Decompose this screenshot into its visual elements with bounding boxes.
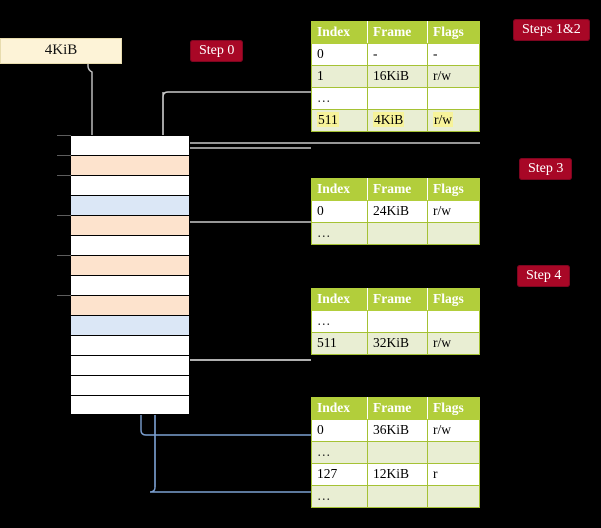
column-header-flags: Flags bbox=[427, 21, 480, 44]
memory-frame-row bbox=[70, 315, 190, 335]
cell-index: 1 bbox=[311, 65, 368, 88]
table-row: … bbox=[311, 485, 480, 508]
cell-frame bbox=[367, 87, 428, 110]
memory-boundary-tick bbox=[57, 215, 71, 216]
memory-frame-row bbox=[70, 335, 190, 355]
cell-flags bbox=[427, 222, 480, 245]
memory-frame-row bbox=[70, 295, 190, 315]
memory-frame-row bbox=[70, 195, 190, 215]
memory-boundary-tick bbox=[57, 295, 71, 296]
cell-index: 127 bbox=[311, 463, 368, 486]
memory-boundary-tick bbox=[57, 155, 71, 156]
table-row: … bbox=[311, 310, 480, 333]
badge-steps12: Steps 1&2 bbox=[513, 19, 590, 41]
cell-frame bbox=[367, 485, 428, 508]
column-header-flags: Flags bbox=[427, 288, 480, 311]
cell-frame: 24KiB bbox=[367, 200, 428, 223]
column-header-frame: Frame bbox=[367, 397, 428, 420]
table-row: 0-- bbox=[311, 43, 480, 66]
cell-flags: r/w bbox=[427, 332, 480, 355]
cell-index: 0 bbox=[311, 43, 368, 66]
table-row: … bbox=[311, 87, 480, 110]
column-header-flags: Flags bbox=[427, 397, 480, 420]
cell-index: … bbox=[311, 441, 368, 464]
memory-frame-row bbox=[70, 375, 190, 395]
memory-frame-row bbox=[70, 395, 190, 415]
memory-frame-row bbox=[70, 275, 190, 295]
cell-frame bbox=[367, 310, 428, 333]
column-header-frame: Frame bbox=[367, 21, 428, 44]
cell-index: … bbox=[311, 310, 368, 333]
memory-frame-row bbox=[70, 135, 190, 155]
cell-flags bbox=[427, 485, 480, 508]
cell-frame bbox=[367, 441, 428, 464]
cell-flags: r bbox=[427, 463, 480, 486]
cell-flags bbox=[427, 441, 480, 464]
column-header-flags: Flags bbox=[427, 178, 480, 201]
cell-frame: 32KiB bbox=[367, 332, 428, 355]
cell-index: … bbox=[311, 485, 368, 508]
cell-flags: r/w bbox=[427, 65, 480, 88]
badge-step4: Step 4 bbox=[517, 265, 571, 287]
cell-frame: - bbox=[367, 43, 428, 66]
cell-frame: 16KiB bbox=[367, 65, 428, 88]
badge-step0: Step 0 bbox=[190, 40, 244, 62]
column-header-frame: Frame bbox=[367, 288, 428, 311]
table-row: … bbox=[311, 441, 480, 464]
cell-flags: - bbox=[427, 43, 480, 66]
cell-frame bbox=[367, 222, 428, 245]
memory-frame-row bbox=[70, 215, 190, 235]
size-label-text: 4KiB bbox=[44, 42, 78, 58]
cell-flags bbox=[427, 87, 480, 110]
column-header-index: Index bbox=[311, 21, 368, 44]
cell-index: 511 bbox=[311, 109, 368, 132]
memory-frame-row bbox=[70, 255, 190, 275]
column-header-frame: Frame bbox=[367, 178, 428, 201]
cell-flags: r/w bbox=[427, 419, 480, 442]
cell-frame: 36KiB bbox=[367, 419, 428, 442]
cell-index: … bbox=[311, 87, 368, 110]
memory-boundary-tick bbox=[57, 175, 71, 176]
memory-boundary-tick bbox=[57, 255, 71, 256]
column-header-index: Index bbox=[311, 288, 368, 311]
memory-frame-row bbox=[70, 175, 190, 195]
column-header-index: Index bbox=[311, 178, 368, 201]
memory-frame-row bbox=[70, 155, 190, 175]
column-header-index: Index bbox=[311, 397, 368, 420]
cell-index: 0 bbox=[311, 200, 368, 223]
cell-flags: r/w bbox=[427, 200, 480, 223]
cell-index: 511 bbox=[311, 332, 368, 355]
physical-memory-column bbox=[70, 135, 190, 415]
cell-flags bbox=[427, 310, 480, 333]
memory-boundary-tick bbox=[57, 135, 71, 136]
table-row: … bbox=[311, 222, 480, 245]
cell-index: 0 bbox=[311, 419, 368, 442]
cell-frame: 12KiB bbox=[367, 463, 428, 486]
cell-flags: r/w bbox=[427, 109, 480, 132]
link-t0-row511 bbox=[184, 142, 480, 152]
badge-step3: Step 3 bbox=[519, 158, 573, 180]
memory-frame-row bbox=[70, 355, 190, 375]
cell-frame: 4KiB bbox=[367, 109, 428, 132]
cell-index: … bbox=[311, 222, 368, 245]
memory-frame-row bbox=[70, 235, 190, 255]
size-label-4kib: 4KiB bbox=[0, 38, 122, 64]
